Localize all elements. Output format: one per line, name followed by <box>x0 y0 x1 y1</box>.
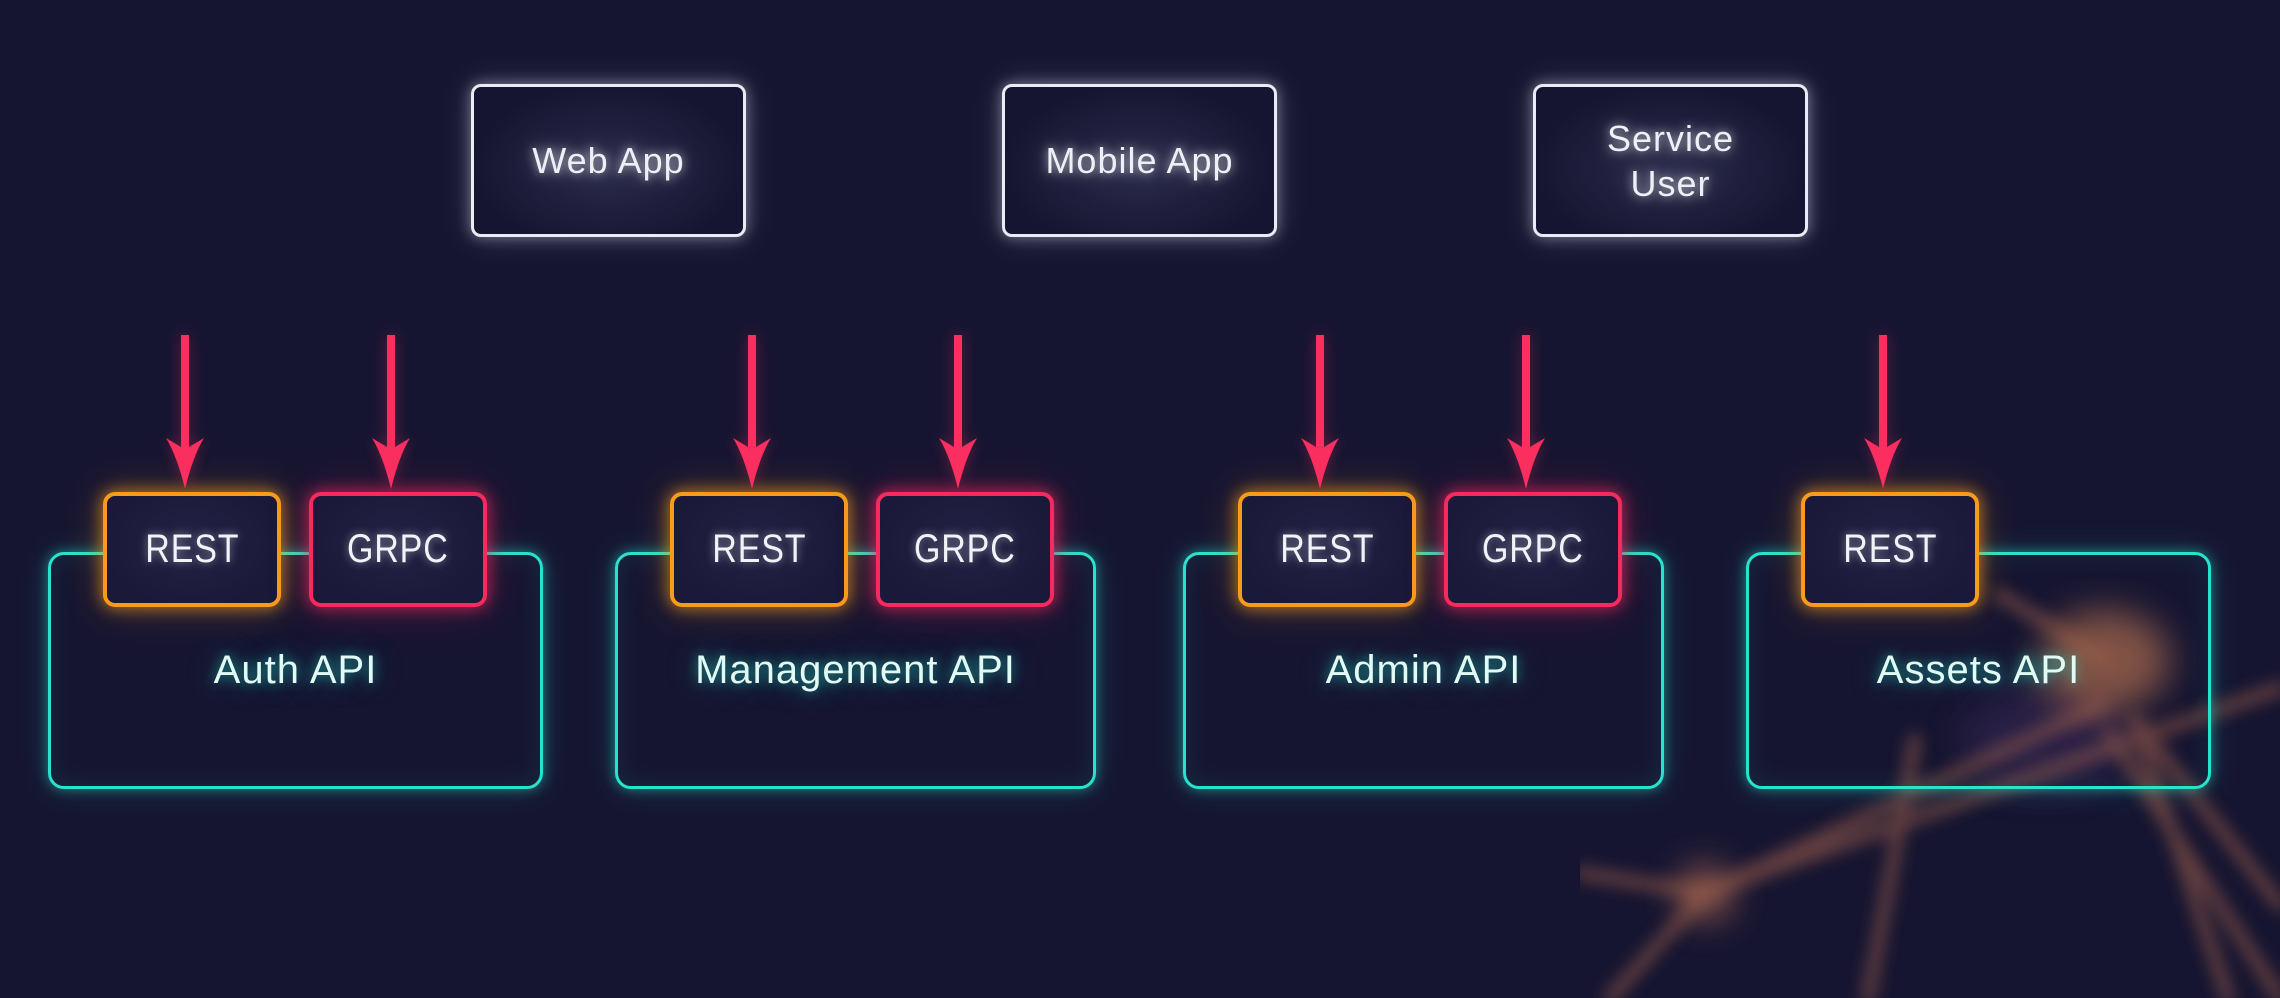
client-node-web-app: Web App <box>471 84 746 237</box>
background-network-pattern <box>1580 588 2280 998</box>
client-label: Service User <box>1606 117 1735 204</box>
flow-arrow-icon <box>1864 335 1902 489</box>
api-node-auth: REST GRPC Auth API <box>48 492 543 789</box>
endpoint-label: REST <box>144 527 240 571</box>
endpoint-rest: REST <box>1238 492 1416 607</box>
endpoint-grpc: GRPC <box>1444 492 1622 607</box>
client-label: Mobile App <box>1045 140 1234 181</box>
flow-arrow-icon <box>939 335 977 489</box>
endpoint-rest: REST <box>670 492 848 607</box>
api-label: Management API <box>695 648 1016 692</box>
flow-arrow-icon <box>1507 335 1545 489</box>
endpoint-grpc: GRPC <box>309 492 487 607</box>
endpoint-rest: REST <box>1801 492 1979 607</box>
flow-arrow-icon <box>166 335 204 489</box>
endpoint-grpc: GRPC <box>876 492 1054 607</box>
api-node-admin: REST GRPC Admin API <box>1183 492 1664 789</box>
api-node-management: REST GRPC Management API <box>615 492 1096 789</box>
client-node-mobile-app: Mobile App <box>1002 84 1277 237</box>
flow-arrow-icon <box>1301 335 1339 489</box>
endpoint-label: REST <box>711 527 807 571</box>
endpoint-label: REST <box>1842 527 1938 571</box>
api-label: Assets API <box>1876 648 2081 692</box>
api-label: Admin API <box>1325 648 1522 692</box>
endpoint-label: GRPC <box>914 527 1016 571</box>
endpoint-rest: REST <box>103 492 281 607</box>
api-node-assets: REST Assets API <box>1746 492 2211 789</box>
endpoint-label: GRPC <box>347 527 449 571</box>
flow-arrow-icon <box>733 335 771 489</box>
client-label: Web App <box>532 140 685 181</box>
endpoint-label: REST <box>1279 527 1375 571</box>
endpoint-label: GRPC <box>1482 527 1584 571</box>
api-label: Auth API <box>213 648 378 692</box>
flow-arrow-icon <box>372 335 410 489</box>
client-node-service-user: Service User <box>1533 84 1808 237</box>
